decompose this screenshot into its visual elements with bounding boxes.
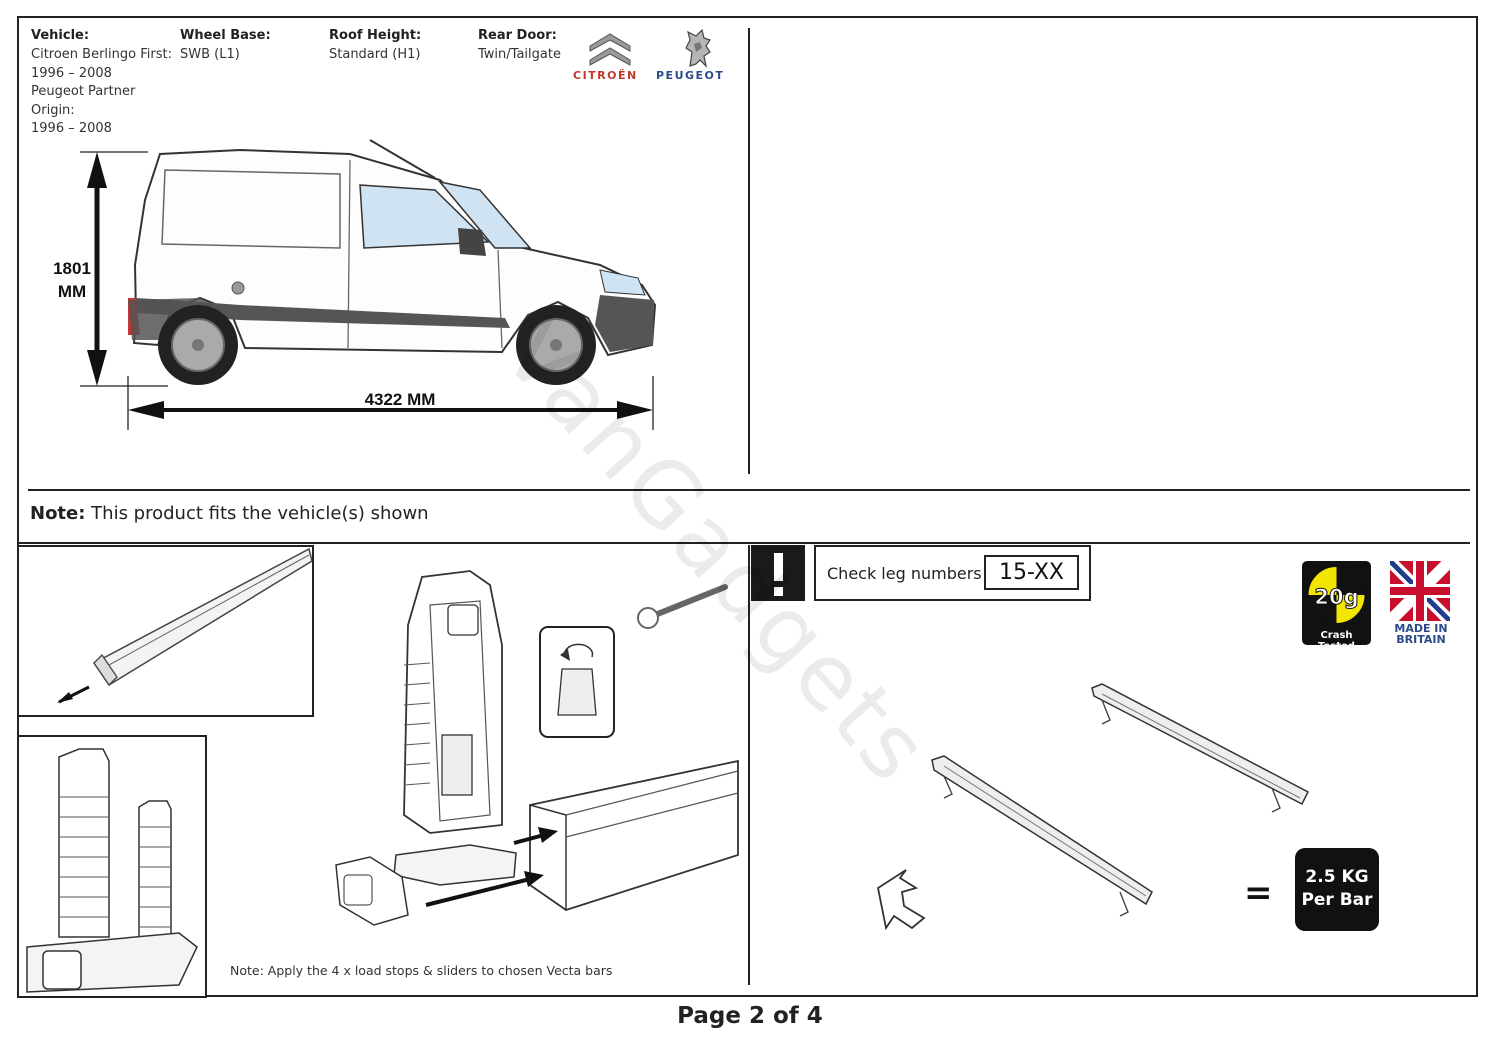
- vehicle-label: Vehicle:: [31, 28, 90, 43]
- door-label: Rear Door:: [478, 28, 557, 43]
- rail-detail-panel: [17, 545, 314, 717]
- citroen-logo: [589, 33, 631, 66]
- leg-illustration: [26, 748, 198, 993]
- citroen-wordmark: CITROËN: [573, 69, 638, 82]
- roof-bars-illustration: [876, 683, 1309, 931]
- check-leg-label: Check leg numbers: [827, 564, 982, 583]
- divider: [748, 28, 750, 474]
- wrench-icon: [647, 584, 728, 620]
- vehicle-line: 1996 – 2008: [31, 65, 112, 81]
- roof-value: Standard (H1): [329, 47, 421, 62]
- wheelbase-value: SWB (L1): [180, 47, 240, 62]
- vehicle-list: Citroen Berlingo First: 1996 – 2008 Peug…: [31, 46, 181, 139]
- height-value: 1801: [53, 259, 91, 278]
- weight-value: 2.5 KG: [1305, 867, 1369, 887]
- made-in-britain: MADE IN BRITAIN: [1390, 623, 1452, 645]
- made-line: MADE IN: [1394, 622, 1448, 635]
- equals-sign: =: [1244, 873, 1273, 913]
- union-jack-icon: [1390, 561, 1450, 621]
- fit-note-text: This product fits the vehicle(s) shown: [85, 503, 429, 524]
- vehicle-line: Citroen Berlingo First:: [31, 47, 172, 62]
- peugeot-lion-logo: [685, 28, 711, 68]
- weight-unit: Per Bar: [1301, 890, 1373, 910]
- height-unit: MM: [57, 282, 87, 301]
- peugeot-wordmark: PEUGEOT: [656, 69, 725, 82]
- arrow-icon: [876, 869, 926, 931]
- fit-note-prefix: Note:: [30, 503, 86, 524]
- wheelbase-label: Wheel Base:: [180, 28, 271, 43]
- weight-badge: 2.5 KG Per Bar: [1295, 848, 1379, 931]
- vehicle-line: Peugeot Partner Origin:: [31, 84, 136, 118]
- van-illustration: [80, 139, 657, 430]
- crash-tested-badge: 20g Crash Tested: [1302, 561, 1371, 652]
- roof-label: Roof Height:: [329, 28, 422, 43]
- divider: [28, 489, 1470, 491]
- install-note: Note: Apply the 4 x load stops & sliders…: [230, 963, 613, 978]
- crash-value: 20g: [1314, 585, 1359, 610]
- vehicle-line: 1996 – 2008: [31, 121, 112, 136]
- door-value: Twin/Tailgate: [478, 47, 561, 62]
- leg-detail-panel: [17, 735, 207, 998]
- page-number: Page 2 of 4: [677, 1003, 823, 1029]
- warning-icon: [751, 545, 805, 601]
- leg-number-value: 15-XX: [984, 555, 1079, 590]
- install-illustration: [335, 570, 739, 926]
- divider: [17, 542, 1470, 544]
- crash-target-icon: [1306, 565, 1367, 625]
- length-value: 4322 MM: [364, 390, 436, 409]
- crash-label: Crash Tested: [1318, 630, 1355, 652]
- rail-end-illustration: [57, 547, 313, 704]
- fit-note: Note: This product fits the vehicle(s) s…: [30, 503, 429, 524]
- divider: [748, 545, 750, 985]
- made-line: BRITAIN: [1396, 633, 1446, 646]
- page-frame: [17, 16, 1478, 997]
